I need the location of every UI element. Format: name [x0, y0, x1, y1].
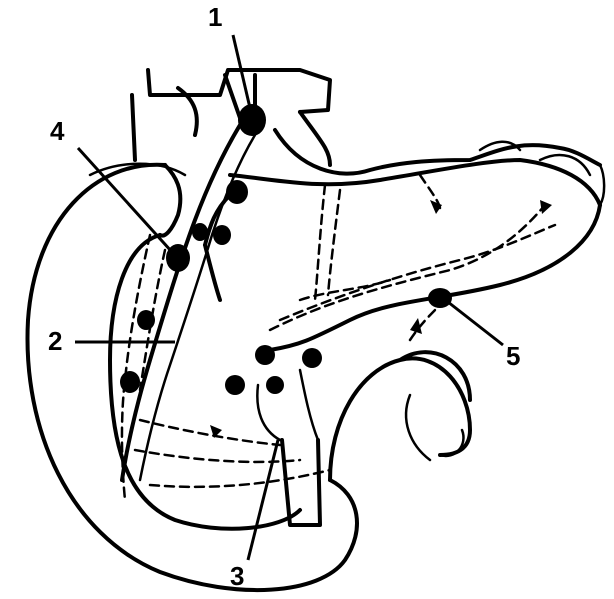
aorta-trunk [148, 70, 330, 112]
lymph-node-pancreaticoduodenal-2 [120, 371, 140, 393]
lymph-node-5 [428, 288, 452, 308]
lymph-node-sma-1 [255, 345, 275, 365]
label-3: 3 [230, 563, 244, 589]
lymph-node-1 [238, 104, 266, 136]
lymphatic-vertical-1 [315, 185, 325, 300]
lymph-node-hepatic [226, 180, 248, 204]
lymph-node-gda-2 [192, 223, 208, 241]
flow-arrow-upper [430, 200, 442, 214]
lymph-node-sma-4 [266, 376, 284, 394]
sma-vessel [282, 440, 320, 525]
leader-5 [448, 302, 503, 345]
lymph-node-sma-3 [225, 375, 245, 395]
lymphatic-body-1 [270, 205, 545, 330]
jejunum-end [406, 395, 463, 460]
duodenum-top-cap [160, 165, 180, 236]
lymphatic-body-2 [280, 225, 555, 320]
lymph-node-gda-1 [213, 225, 231, 245]
lymph-node-sma-2 [302, 348, 322, 368]
label-1: 1 [208, 4, 222, 30]
label-4: 4 [50, 118, 64, 144]
lymphatic-uncinate [135, 420, 330, 487]
lymphatic-to-node5 [410, 305, 440, 340]
flow-arrow-right [540, 200, 552, 214]
label-5: 5 [506, 343, 520, 369]
vessel-trunk-left [132, 88, 197, 160]
sma-vessel-left-side [257, 370, 318, 440]
label-2: 2 [48, 328, 62, 354]
jejunum-loop [330, 352, 470, 480]
gastroduodenal-artery [122, 125, 240, 480]
lymphatic-vertical-2 [328, 190, 340, 295]
vessel-trunk-right [300, 112, 330, 165]
leader-3 [248, 440, 278, 560]
pancreas-body-upper [230, 160, 600, 205]
lymph-node-pancreaticoduodenal-1 [137, 310, 155, 330]
